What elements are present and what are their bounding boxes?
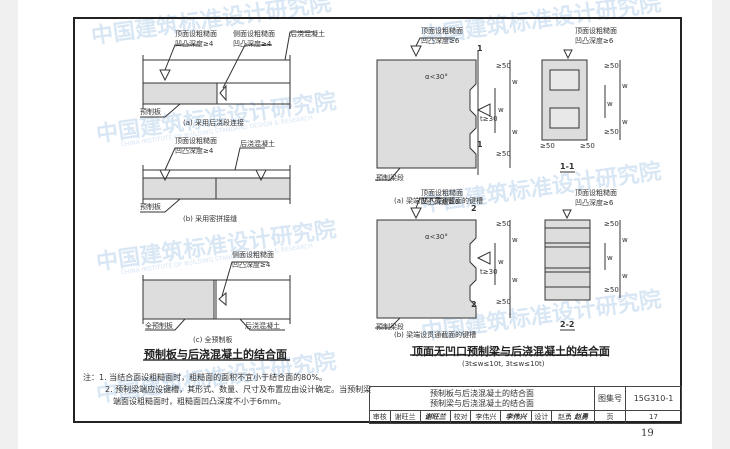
dim-w: w — [498, 106, 504, 114]
roughness-symbol-ra — [476, 103, 491, 117]
drawing-title-2: 预制梁与后浇混凝土的结合面 — [430, 398, 534, 408]
callout-top-rough: 顶面设粗糙面 — [421, 189, 463, 197]
callout-side-rough: 侧面设粗糙面 — [232, 251, 274, 259]
designer: 赵勇 — [557, 413, 572, 421]
dim-50: ≥50 — [496, 220, 511, 228]
dim-50: ≥50 — [496, 150, 511, 158]
caption-right-a: (a) 梁端设不贯通截面的键槽 — [394, 197, 483, 205]
page-number-cell: 17 — [625, 410, 682, 424]
depth-label: t≥30 — [480, 115, 498, 123]
page-number: 19 — [641, 428, 654, 439]
notes-label: 注： — [83, 373, 99, 382]
check-label: 校对 — [449, 410, 472, 424]
callout-top-depth: 凹凸深度≥4 — [175, 147, 214, 155]
section-mark-2: 2 — [471, 300, 477, 309]
dim-50: ≥50 — [604, 220, 619, 228]
section-mark-1: 1 — [477, 140, 483, 149]
left-section-title: 预制板与后浇混凝土的结合面 — [144, 348, 287, 361]
callout-slab: 预制板 — [140, 108, 161, 116]
dim-w: w — [498, 258, 504, 266]
dim-w: w — [512, 78, 518, 86]
designer-signature: 赵勇 — [574, 412, 589, 421]
drawing-title-1: 预制板与后浇混凝土的结合面 — [430, 388, 534, 398]
atlas-label: 图集号 — [594, 386, 626, 411]
callout-top-depth: 凹凸深度≥6 — [575, 37, 614, 45]
beam-a — [376, 59, 477, 169]
title-block-titles: 预制板与后浇混凝土的结合面 预制梁与后浇混凝土的结合面 — [369, 386, 595, 411]
depth-label: t≥30 — [480, 268, 498, 276]
beam-b — [376, 219, 477, 319]
section-title-2-2: 2-2 — [560, 320, 575, 329]
page-background — [18, 0, 712, 449]
beam-label: 预制梁段 — [376, 174, 404, 182]
callout-top-depth: 凹凸深度≥6 — [421, 37, 460, 45]
dim-w: w — [622, 118, 628, 126]
section-title-1-1: 1-1 — [560, 162, 575, 171]
design-label: 设计 — [530, 410, 553, 424]
callout-top-rough: 顶面设粗糙面 — [575, 27, 617, 35]
slab-a-precast — [142, 82, 218, 105]
callout-top-depth: 凹凸深度≥6 — [575, 199, 614, 207]
dim-w: w — [607, 254, 613, 262]
callout-full-slab: 全预制板 — [145, 322, 173, 330]
title-block: 预制板与后浇混凝土的结合面 预制梁与后浇混凝土的结合面 图集号 15G310-1… — [369, 386, 682, 424]
dim-50: ≥50 — [604, 128, 619, 136]
callout-top-rough: 顶面设粗糙面 — [421, 27, 463, 35]
callout-top-depth: 凹凸深度≥6 — [421, 198, 460, 206]
beam-label: 预制梁段 — [376, 323, 404, 331]
caption-b: (b) 采用密拼接缝 — [183, 215, 238, 223]
callout-cast: 后浇混凝土 — [245, 322, 280, 330]
roughness-symbol-a2 — [219, 84, 227, 102]
dim-50: ≥50 — [580, 142, 595, 150]
dim-w: w — [512, 128, 518, 136]
dim-w: w — [607, 100, 613, 108]
callout-slab: 预制板 — [140, 203, 161, 211]
dim-50: ≥50 — [604, 286, 619, 294]
callout-cast: 后浇混凝土 — [240, 140, 275, 148]
dim-50: ≥50 — [540, 142, 555, 150]
callout-top-depth: 凹凸深度≥4 — [175, 40, 214, 48]
roughness-symbol-b2 — [255, 169, 267, 182]
right-section-subtitle: (3t≤w≤10t, 3t≤w≤10t) — [462, 360, 545, 368]
slab-c-precast — [142, 279, 215, 320]
designer-signature-cell: 赵勇 赵勇 — [551, 410, 595, 424]
angle-label: α<30° — [425, 73, 448, 81]
callout-side-depth: 凹凸深度≥4 — [233, 40, 272, 48]
dim-w: w — [622, 236, 628, 244]
section-mark-1: 1 — [477, 44, 483, 53]
reviewer: 谢旺兰 — [389, 410, 421, 424]
callout-side-depth: 凹凸深度≥4 — [232, 261, 271, 269]
caption-c: (c) 全预制板 — [193, 336, 233, 344]
note-1: 1. 当结合面设粗糙面时，粗糙面的面积不宜小于结合面的80%。 — [99, 373, 327, 382]
section-mark-2: 2 — [471, 204, 477, 213]
page-label: 页 — [594, 410, 626, 424]
dim-w: w — [622, 272, 628, 280]
reviewer-signature: 谢旺兰 — [419, 410, 451, 424]
caption-right-b: (b) 梁端设贯通截面的键槽 — [394, 331, 477, 339]
notes: 注：1. 当结合面设粗糙面时，粗糙面的面积不宜小于结合面的80%。 2. 预制梁… — [83, 372, 371, 408]
note-2-cont: 端面设粗糙面时，粗糙面凹凸深度不小于6mm。 — [113, 397, 286, 406]
angle-label: α<30° — [425, 233, 448, 241]
section-2-2 — [544, 219, 591, 301]
callout-top-rough: 顶面设粗糙面 — [175, 30, 217, 38]
checker: 李伟兴 — [470, 410, 502, 424]
dim-w: w — [512, 276, 518, 284]
dim-50: ≥50 — [496, 62, 511, 70]
dim-w: w — [512, 236, 518, 244]
callout-top-rough: 顶面设粗糙面 — [575, 189, 617, 197]
dim-50: ≥50 — [604, 62, 619, 70]
review-label: 审核 — [369, 410, 391, 424]
callout-side-rough: 侧面设粗糙面 — [233, 30, 275, 38]
right-section-title: 顶面无凹口预制梁与后浇混凝土的结合面 — [412, 345, 610, 358]
roughness-symbol-a1 — [159, 69, 171, 82]
atlas-number: 15G310-1 — [625, 386, 682, 411]
note-2: 2. 预制梁端应设键槽，其形式、数量、尺寸及布置应由设计确定。当预制梁 — [105, 385, 372, 394]
callout-cast: 后浇混凝土 — [290, 30, 325, 38]
caption-a: (a) 采用后浇段连接 — [183, 119, 244, 127]
callout-top-rough: 顶面设粗糙面 — [175, 137, 217, 145]
checker-signature: 李伟兴 — [500, 410, 532, 424]
dim-w: w — [622, 82, 628, 90]
dim-50: ≥50 — [496, 298, 511, 306]
